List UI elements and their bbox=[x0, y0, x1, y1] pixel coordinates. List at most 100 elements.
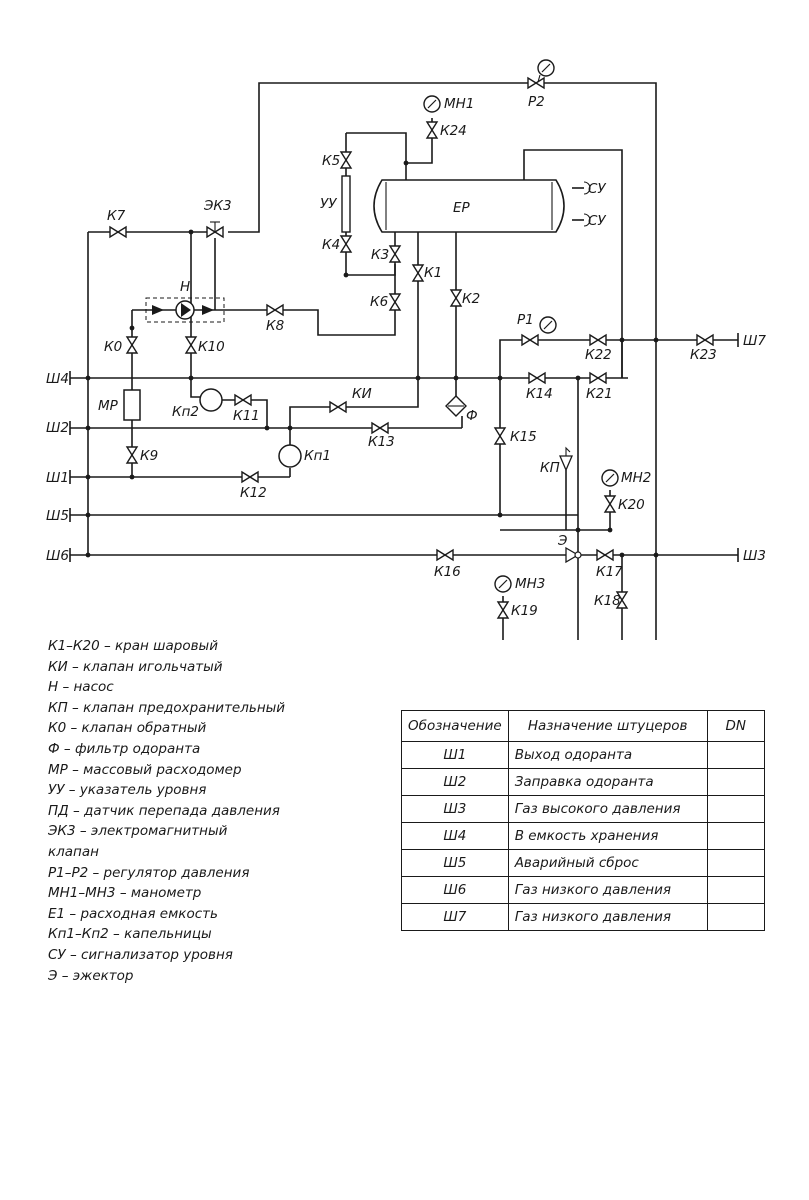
label-e: Э bbox=[557, 533, 568, 549]
table-row: Ш6 Газ низкого давления bbox=[401, 876, 765, 904]
cell-purpose: Заправка одоранта bbox=[507, 768, 708, 796]
table-header-row: Обозначение Назначение штуцеров DN bbox=[401, 710, 765, 742]
label-p1: Р1 bbox=[517, 312, 534, 328]
header-dn: DN bbox=[706, 710, 765, 742]
ejector bbox=[565, 546, 580, 564]
label-k12: К12 bbox=[240, 485, 267, 501]
label-r2: Р2 bbox=[528, 94, 545, 110]
cell-dn bbox=[706, 741, 765, 769]
label-mn2: МН2 bbox=[621, 470, 651, 486]
label-k14: К14 bbox=[526, 386, 553, 402]
table-row: Ш7 Газ низкого давления bbox=[401, 903, 765, 931]
cell-code: Ш7 bbox=[401, 903, 509, 931]
diagram-labels: Р2 МН1 К24 К5 УУ К4 К3 ЕР СУ СУ К1 К6 К2… bbox=[46, 94, 766, 619]
legend-item: УУ – указатель уровня bbox=[48, 782, 207, 799]
piping-diagram: Р2 МН1 К24 К5 УУ К4 К3 ЕР СУ СУ К1 К6 К2… bbox=[46, 59, 766, 640]
label-kp2: Кп2 bbox=[172, 404, 199, 420]
label-uu: УУ bbox=[320, 196, 337, 212]
label-k18: К18 bbox=[594, 593, 621, 609]
legend-item: КИ – клапан игольчатый bbox=[48, 658, 223, 675]
legend-item: МН1–МН3 – манометр bbox=[48, 885, 202, 902]
legend-item: Ф – фильтр одоранта bbox=[48, 740, 201, 757]
label-ek3: ЭК3 bbox=[203, 198, 232, 214]
cell-dn bbox=[706, 768, 765, 796]
gauges bbox=[423, 59, 619, 593]
cell-code: Ш3 bbox=[401, 795, 509, 823]
label-k3: К3 bbox=[371, 247, 389, 263]
label-k20: К20 bbox=[618, 497, 645, 513]
legend-item: К1–К20 – кран шаровый bbox=[48, 638, 218, 654]
cell-dn bbox=[706, 822, 765, 850]
legend-item: ЭК3 – электромагнитный bbox=[48, 823, 228, 840]
label-k19: К19 bbox=[511, 603, 538, 619]
label-k1: К1 bbox=[424, 265, 442, 281]
cell-dn bbox=[706, 795, 765, 823]
label-k16: К16 bbox=[434, 564, 461, 580]
cell-purpose: Аварийный сброс bbox=[507, 849, 708, 877]
label-k9: К9 bbox=[140, 448, 158, 464]
legend: К1–К20 – кран шаровый КИ – клапан игольч… bbox=[48, 636, 285, 986]
cell-code: Ш2 bbox=[401, 768, 509, 796]
legend-item: Э – эжектор bbox=[48, 967, 134, 984]
label-sh7: Ш7 bbox=[743, 333, 766, 349]
label-k6: К6 bbox=[370, 294, 388, 310]
label-k13: К13 bbox=[368, 434, 395, 450]
label-kp1: Кп1 bbox=[304, 448, 331, 464]
header-purpose: Назначение штуцеров bbox=[507, 710, 708, 742]
pipelines bbox=[70, 82, 738, 640]
header-code: Обозначение bbox=[401, 710, 509, 742]
table-row: Ш5 Аварийный сброс bbox=[401, 849, 765, 877]
label-er: ЕР bbox=[453, 200, 471, 216]
label-ki: КИ bbox=[352, 386, 372, 402]
label-mn3: МН3 bbox=[515, 576, 545, 592]
label-mn1: МН1 bbox=[444, 96, 474, 112]
cell-purpose: В емкость хранения bbox=[507, 822, 708, 850]
label-su-top: СУ bbox=[588, 181, 606, 197]
label-su-bottom: СУ bbox=[588, 213, 606, 229]
legend-item: МР – массовый расходомер bbox=[48, 761, 242, 778]
label-k5: К5 bbox=[322, 153, 340, 169]
legend-item: Р1–Р2 – регулятор давления bbox=[48, 864, 250, 881]
flow-meter bbox=[123, 389, 141, 421]
label-sh6: Ш6 bbox=[46, 548, 69, 564]
cell-code: Ш6 bbox=[401, 876, 509, 904]
cell-code: Ш4 bbox=[401, 822, 509, 850]
legend-item: ПД – датчик перепада давления bbox=[48, 802, 280, 819]
dripper-kp2 bbox=[199, 388, 223, 412]
label-k21: К21 bbox=[586, 386, 613, 402]
solenoid-valve-ek3 bbox=[206, 221, 224, 238]
level-indicator bbox=[341, 175, 351, 233]
legend-item: К0 – клапан обратный bbox=[48, 720, 207, 737]
legend-item: клапан bbox=[48, 843, 99, 860]
label-k11: К11 bbox=[233, 408, 260, 424]
table-row: Ш2 Заправка одоранта bbox=[401, 768, 765, 796]
label-sh3: Ш3 bbox=[743, 548, 766, 564]
table-row: Ш4 В емкость хранения bbox=[401, 822, 765, 850]
label-kp: КП bbox=[540, 460, 560, 476]
cell-dn bbox=[706, 876, 765, 904]
label-k15: К15 bbox=[510, 429, 537, 445]
legend-item: Е1 – расходная емкость bbox=[48, 905, 218, 922]
label-k10: К10 bbox=[198, 339, 225, 355]
label-k0: К0 bbox=[104, 339, 122, 355]
label-mr: МР bbox=[98, 398, 119, 414]
legend-item: СУ – сигнализатор уровня bbox=[48, 946, 233, 963]
legend-item: Кп1–Кп2 – капельницы bbox=[48, 926, 212, 943]
cell-purpose: Газ низкого давления bbox=[507, 876, 708, 904]
label-f: Ф bbox=[466, 408, 478, 424]
cell-dn bbox=[706, 903, 765, 931]
label-k7: К7 bbox=[107, 208, 126, 224]
label-k22: К22 bbox=[585, 347, 612, 363]
label-k8: К8 bbox=[266, 318, 284, 334]
table-row: Ш1 Выход одоранта bbox=[401, 741, 765, 769]
label-n: Н bbox=[180, 279, 190, 295]
cell-code: Ш5 bbox=[401, 849, 509, 877]
cell-code: Ш1 bbox=[401, 741, 509, 769]
pump-block bbox=[145, 297, 225, 323]
label-sh4: Ш4 bbox=[46, 371, 69, 387]
label-sh5: Ш5 bbox=[46, 508, 69, 524]
label-k2: К2 bbox=[462, 291, 480, 307]
cell-dn bbox=[706, 849, 765, 877]
legend-item: Н – насос bbox=[48, 679, 114, 696]
dripper-kp1 bbox=[278, 444, 302, 468]
